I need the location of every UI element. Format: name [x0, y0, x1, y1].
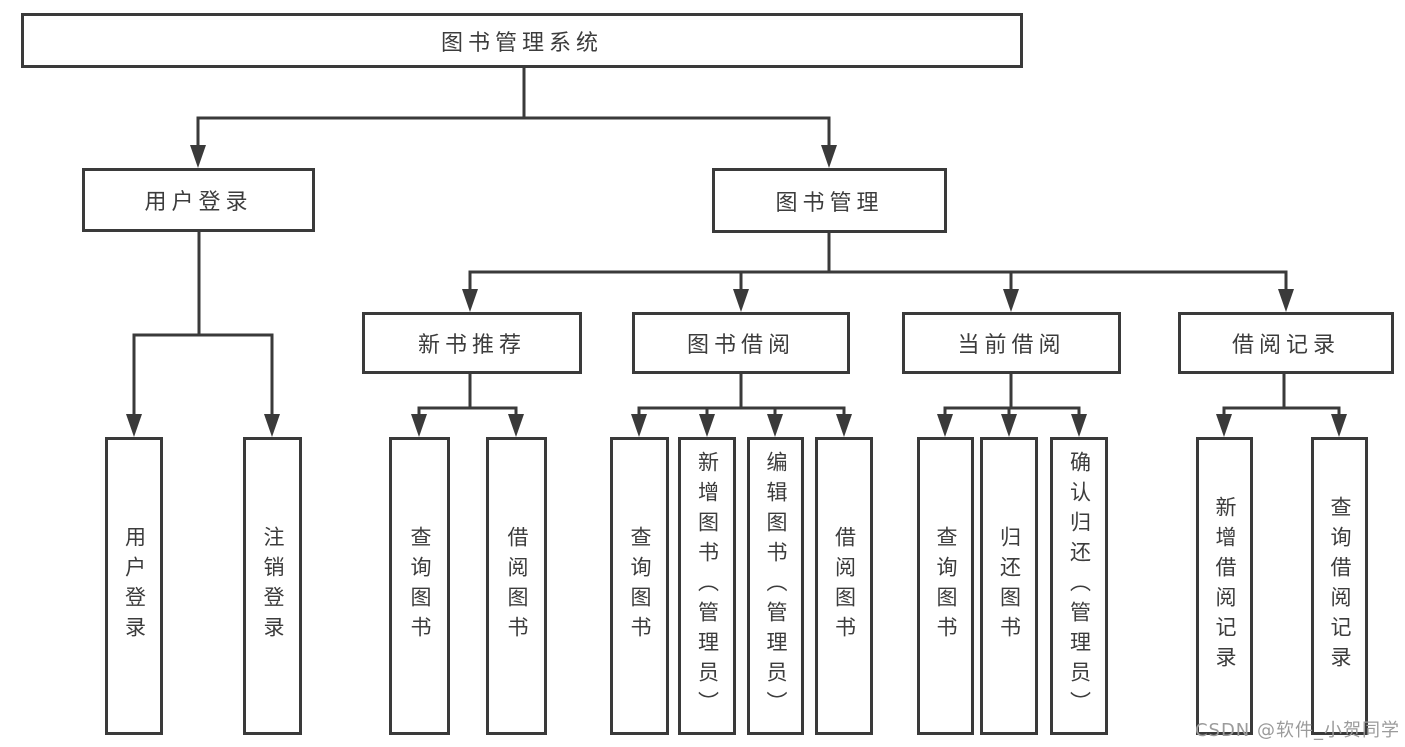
leaf-add-borrow-record: 新增借阅记录 [1196, 437, 1253, 735]
node-book-management: 图书管理 [712, 168, 947, 233]
leaf-search-books-borrowing: 查询图书 [610, 437, 669, 735]
leaf-borrow-books: 借阅图书 [815, 437, 873, 735]
node-current-borrowing: 当前借阅 [902, 312, 1121, 374]
node-user-login: 用户登录 [82, 168, 315, 232]
node-book-borrowing: 图书借阅 [632, 312, 850, 374]
leaf-search-borrow-record: 查询借阅记录 [1311, 437, 1368, 735]
leaf-edit-book-admin: 编辑图书（管理员） [747, 437, 804, 735]
leaf-return-books: 归还图书 [980, 437, 1038, 735]
leaf-borrow-books-recommend: 借阅图书 [486, 437, 547, 735]
node-borrowing-records: 借阅记录 [1178, 312, 1394, 374]
leaf-user-login: 用户登录 [105, 437, 163, 735]
leaf-logout: 注销登录 [243, 437, 302, 735]
leaf-search-books-current: 查询图书 [917, 437, 974, 735]
watermark-text: CSDN @软件_小贺同学 [1194, 720, 1400, 741]
leaf-search-books-recommend: 查询图书 [389, 437, 450, 735]
node-library-system: 图书管理系统 [21, 13, 1023, 68]
leaf-add-book-admin: 新增图书（管理员） [678, 437, 736, 735]
leaf-confirm-return-admin: 确认归还（管理员） [1050, 437, 1108, 735]
node-new-book-recommendation: 新书推荐 [362, 312, 582, 374]
